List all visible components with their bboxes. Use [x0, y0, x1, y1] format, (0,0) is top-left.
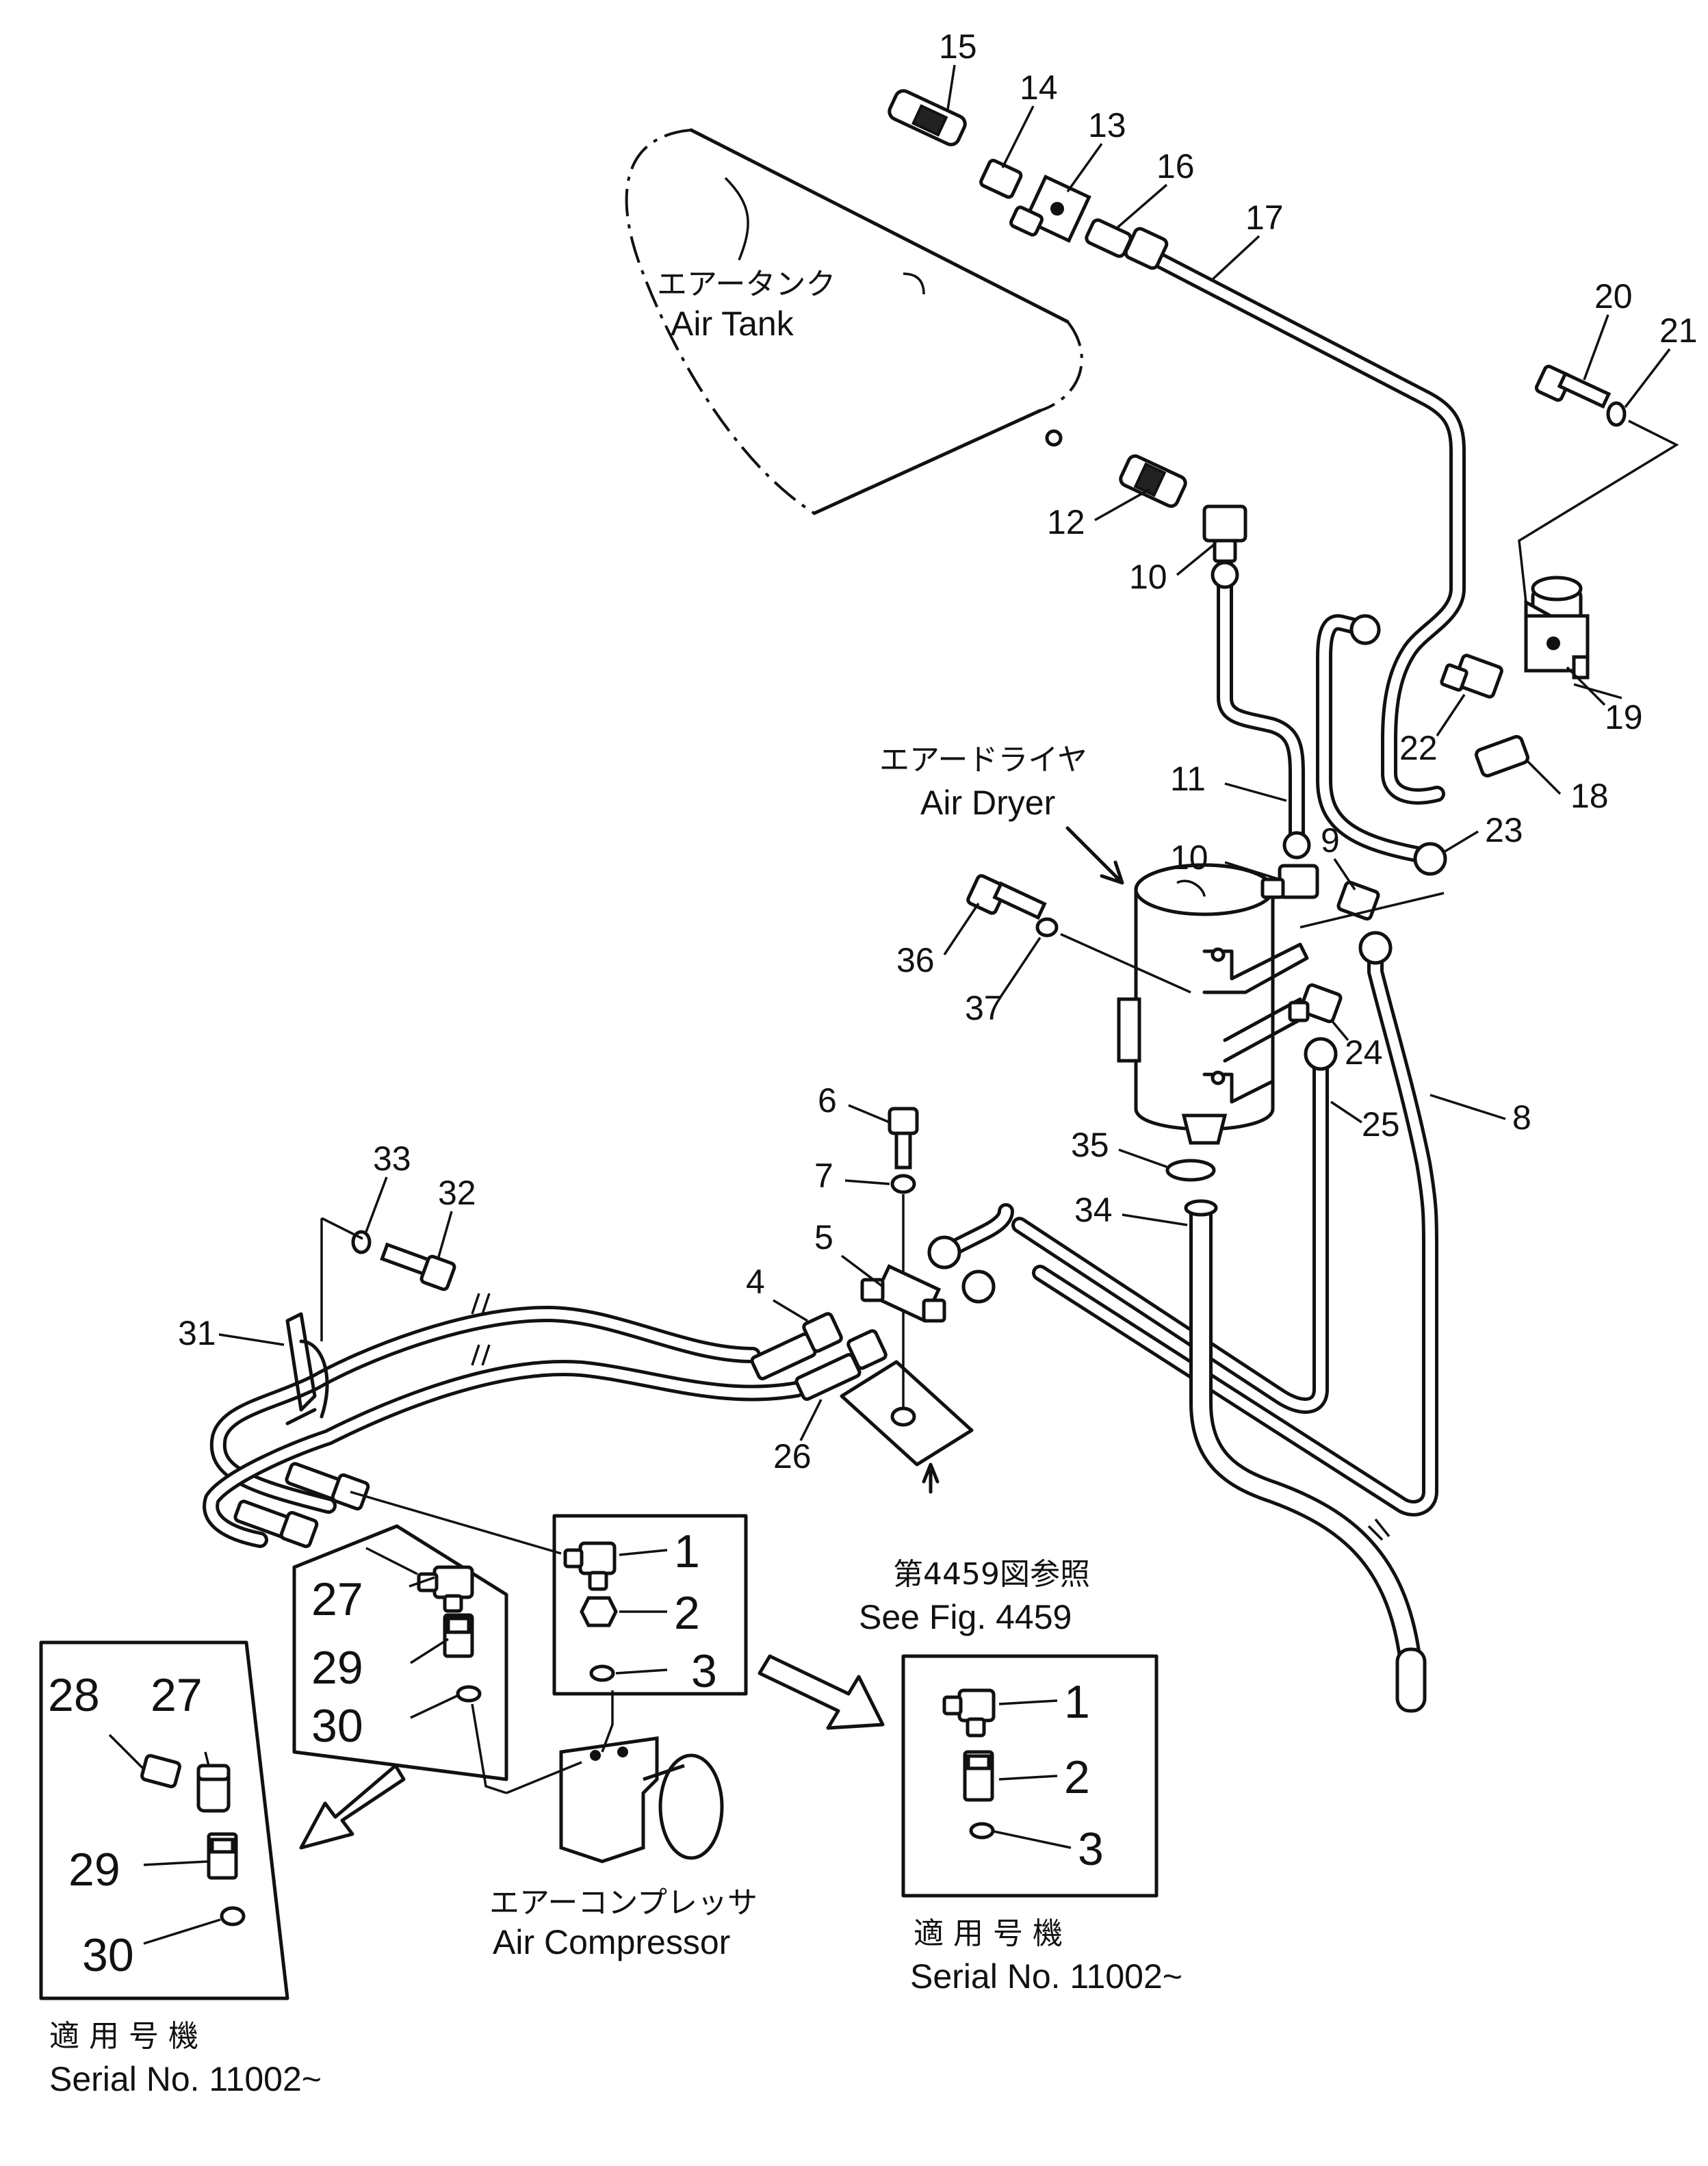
hose-end [1395, 1647, 1427, 1713]
callout-9: 9 [1321, 821, 1340, 860]
serial-label-left-jp: 適 用 号 機 [49, 2019, 198, 2054]
callout-35: 35 [1071, 1126, 1109, 1164]
air-dryer-label-en: Air Dryer [920, 784, 1055, 822]
air-dryer-label-jp: エアードライヤ [879, 743, 1087, 777]
part-32-bolt [380, 1242, 456, 1291]
callout-26: 26 [773, 1437, 812, 1475]
callout-30-ml: 30 [311, 1700, 363, 1752]
part-22-elbow [1440, 654, 1503, 699]
air-tank-label-jp: エアータンク [657, 267, 836, 302]
arrow-to-right-inset [758, 1654, 885, 1730]
callout-2-center: 2 [674, 1587, 700, 1639]
part-10-elbow-upper [1202, 504, 1247, 563]
serial-label-left-en: Serial No. 11002~ [49, 2060, 322, 2098]
callout-12: 12 [1047, 503, 1085, 541]
part-20-bolt [1534, 364, 1612, 409]
callout-7: 7 [814, 1157, 833, 1195]
callout-22: 22 [1399, 729, 1438, 767]
inset-l-part-27 [196, 1764, 231, 1813]
callout-3-center: 3 [691, 1645, 717, 1697]
callout-6: 6 [818, 1081, 837, 1120]
callout-34: 34 [1074, 1191, 1113, 1229]
part-18-connector [1475, 734, 1529, 778]
inset-ml-part-27 [417, 1565, 474, 1613]
see-fig-label-jp: 第4459図参照 [893, 1557, 1090, 1592]
inset-frame-right [901, 1654, 1159, 1898]
callout-8: 8 [1512, 1098, 1531, 1137]
inset-r-part-1 [942, 1688, 996, 1738]
inset-l-part-28 [140, 1753, 181, 1789]
callout-31: 31 [178, 1314, 216, 1352]
part-6-bolt [888, 1107, 919, 1170]
callout-19: 19 [1605, 698, 1643, 736]
air-tank-label-en: Air Tank [671, 305, 794, 343]
part-35-clamp [1165, 1159, 1216, 1182]
part-4-hose-fitting [750, 1312, 843, 1380]
inset-r-part-2 [963, 1750, 994, 1802]
part-5-block [860, 1264, 946, 1323]
lower-hose-end-2 [233, 1499, 319, 1549]
part-26-hose-fitting [794, 1329, 888, 1401]
callout-27-ml: 27 [311, 1573, 363, 1625]
inset-frame-center [552, 1514, 748, 1696]
callout-11: 11 [1170, 760, 1206, 798]
callout-4: 4 [746, 1263, 765, 1301]
callout-27-l: 27 [151, 1669, 203, 1721]
arrow-to-left-inset [299, 1764, 406, 1850]
part-13-tee [1009, 175, 1091, 243]
part-15-valve [888, 89, 967, 146]
callout-29-ml: 29 [311, 1642, 363, 1694]
part-10-elbow-lower [1260, 864, 1319, 899]
callout-30-l: 30 [82, 1929, 134, 1981]
callout-2-right: 2 [1064, 1751, 1090, 1803]
inset-center-part-1 [563, 1541, 617, 1591]
callouts: 15 14 13 16 17 20 21 12 10 19 22 18 23 1… [48, 27, 1698, 1981]
part-7-washer [890, 1174, 916, 1194]
air-compressor-label-en: Air Compressor [493, 1923, 730, 1961]
callout-1-right: 1 [1064, 1676, 1090, 1728]
callout-10-upper: 10 [1129, 558, 1167, 596]
serial-label-right-en: Serial No. 11002~ [910, 1957, 1182, 1996]
part-36-bolt [966, 874, 1047, 920]
callout-1-center: 1 [674, 1525, 700, 1577]
air-compressor-label-jp: エアーコンプレッサ [489, 1885, 758, 1920]
callout-32: 32 [438, 1174, 476, 1212]
callout-18: 18 [1570, 777, 1609, 815]
callout-17: 17 [1245, 198, 1284, 237]
callout-5: 5 [814, 1218, 833, 1256]
inset-frame-left [39, 1640, 289, 2000]
serial-label-right-jp: 適 用 号 機 [914, 1916, 1063, 1951]
callout-20: 20 [1594, 277, 1633, 315]
callout-37: 37 [965, 989, 1003, 1027]
callout-16: 16 [1156, 147, 1195, 185]
callout-13: 13 [1088, 106, 1126, 144]
callout-24: 24 [1345, 1033, 1383, 1072]
part-37-washer [1035, 917, 1059, 938]
inset-frame-middle-left [292, 1524, 508, 1781]
callout-25: 25 [1362, 1105, 1400, 1144]
callout-10-lower: 10 [1170, 838, 1208, 877]
inset-l-part-29 [207, 1832, 238, 1880]
callout-14: 14 [1020, 68, 1058, 107]
air-compressor [559, 1736, 724, 1864]
part-21-washer [1606, 401, 1627, 427]
callout-23: 23 [1485, 811, 1523, 849]
part-24-elbow [1288, 983, 1343, 1024]
part-19-valve [1524, 576, 1590, 680]
callout-29-l: 29 [68, 1844, 120, 1896]
callout-33: 33 [373, 1139, 411, 1178]
part-31-clip [285, 1312, 329, 1426]
see-fig-label-en: See Fig. 4459 [859, 1598, 1072, 1636]
callout-28-l: 28 [48, 1669, 100, 1721]
callout-21: 21 [1659, 311, 1698, 350]
inset-ml-part-29 [443, 1613, 474, 1658]
air-dryer [1117, 863, 1275, 1145]
callout-15: 15 [939, 27, 977, 66]
part-14-nipple [979, 159, 1023, 199]
callout-3-right: 3 [1078, 1823, 1104, 1875]
callout-36: 36 [896, 941, 935, 979]
air-tank [625, 128, 1083, 515]
